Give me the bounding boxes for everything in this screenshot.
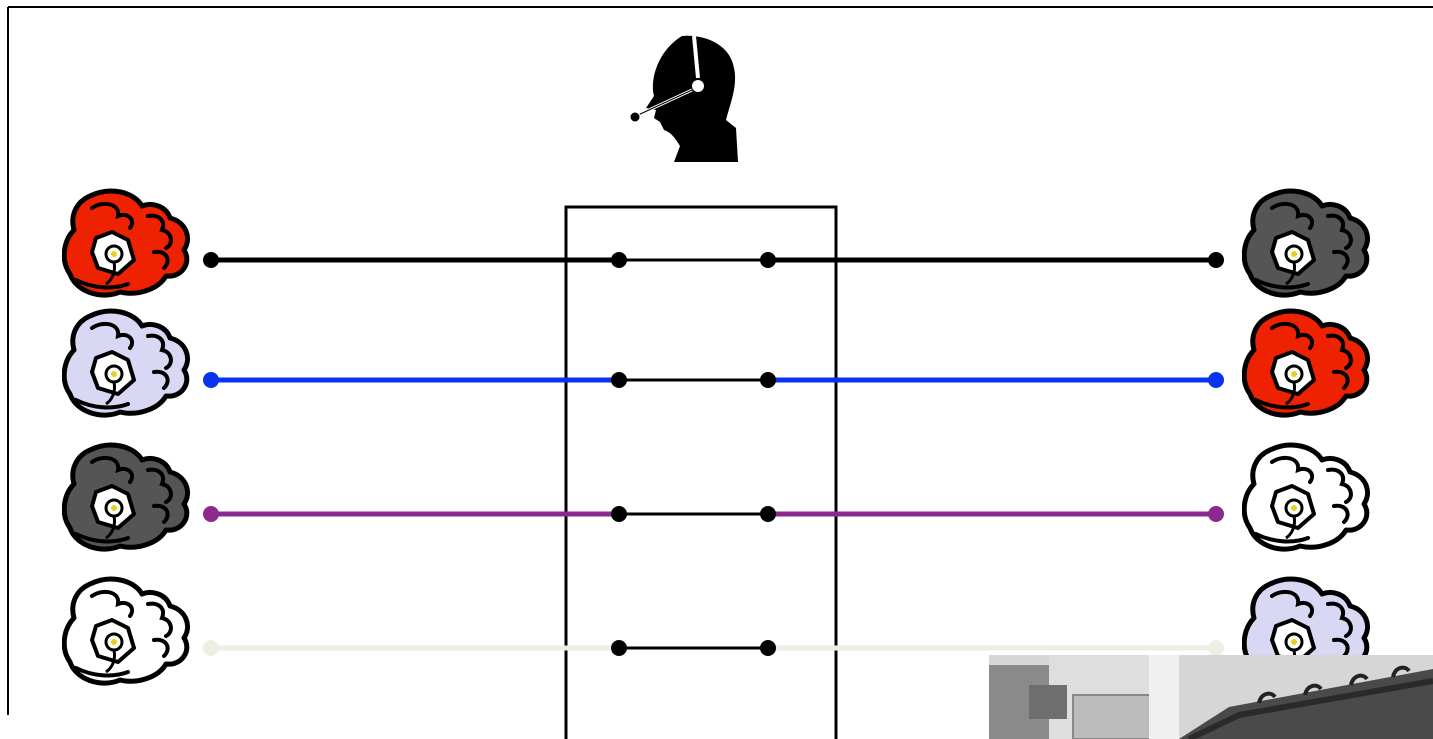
rotary-phone-icon [64,311,187,415]
line-2-switch-node-left [611,372,627,388]
line-1-left-phone-icon [64,191,187,295]
line-3-switch-node-left [611,506,627,522]
switchboard-photo [989,655,1433,739]
line-3-right-endpoint [1208,506,1224,522]
line-1-switch-node-right [760,252,776,268]
line-2-left-phone-icon [64,311,187,415]
line-1-right-phone-icon [1244,191,1367,295]
line-2-right-endpoint [1208,372,1224,388]
rotary-phone-icon [1244,311,1367,415]
line-3-left-phone-icon [64,445,187,549]
line-4-switch-node-left [611,640,627,656]
line-4-left-phone-icon [64,579,187,683]
line-3-left-endpoint [203,506,219,522]
line-2-left-endpoint [203,372,219,388]
lines-layer [203,252,1224,656]
rotary-phone-icon [1244,191,1367,295]
rotary-phone-icon [64,191,187,295]
rotary-phone-icon [64,445,187,549]
line-4-left-endpoint [203,640,219,656]
switchboard-box [564,205,838,739]
line-1-left-endpoint [203,252,219,268]
phones-layer [64,191,1367,683]
line-3-switch-node-right [760,506,776,522]
operator-headset-silhouette-icon [629,35,738,162]
line-2-switch-node-right [760,372,776,388]
line-1-right-endpoint [1208,252,1224,268]
rotary-phone-icon [1244,445,1367,549]
line-1-switch-node-left [611,252,627,268]
line-4-right-endpoint [1208,640,1224,656]
line-3-right-phone-icon [1244,445,1367,549]
rotary-phone-icon [64,579,187,683]
line-2-right-phone-icon [1244,311,1367,415]
line-4-switch-node-right [760,640,776,656]
